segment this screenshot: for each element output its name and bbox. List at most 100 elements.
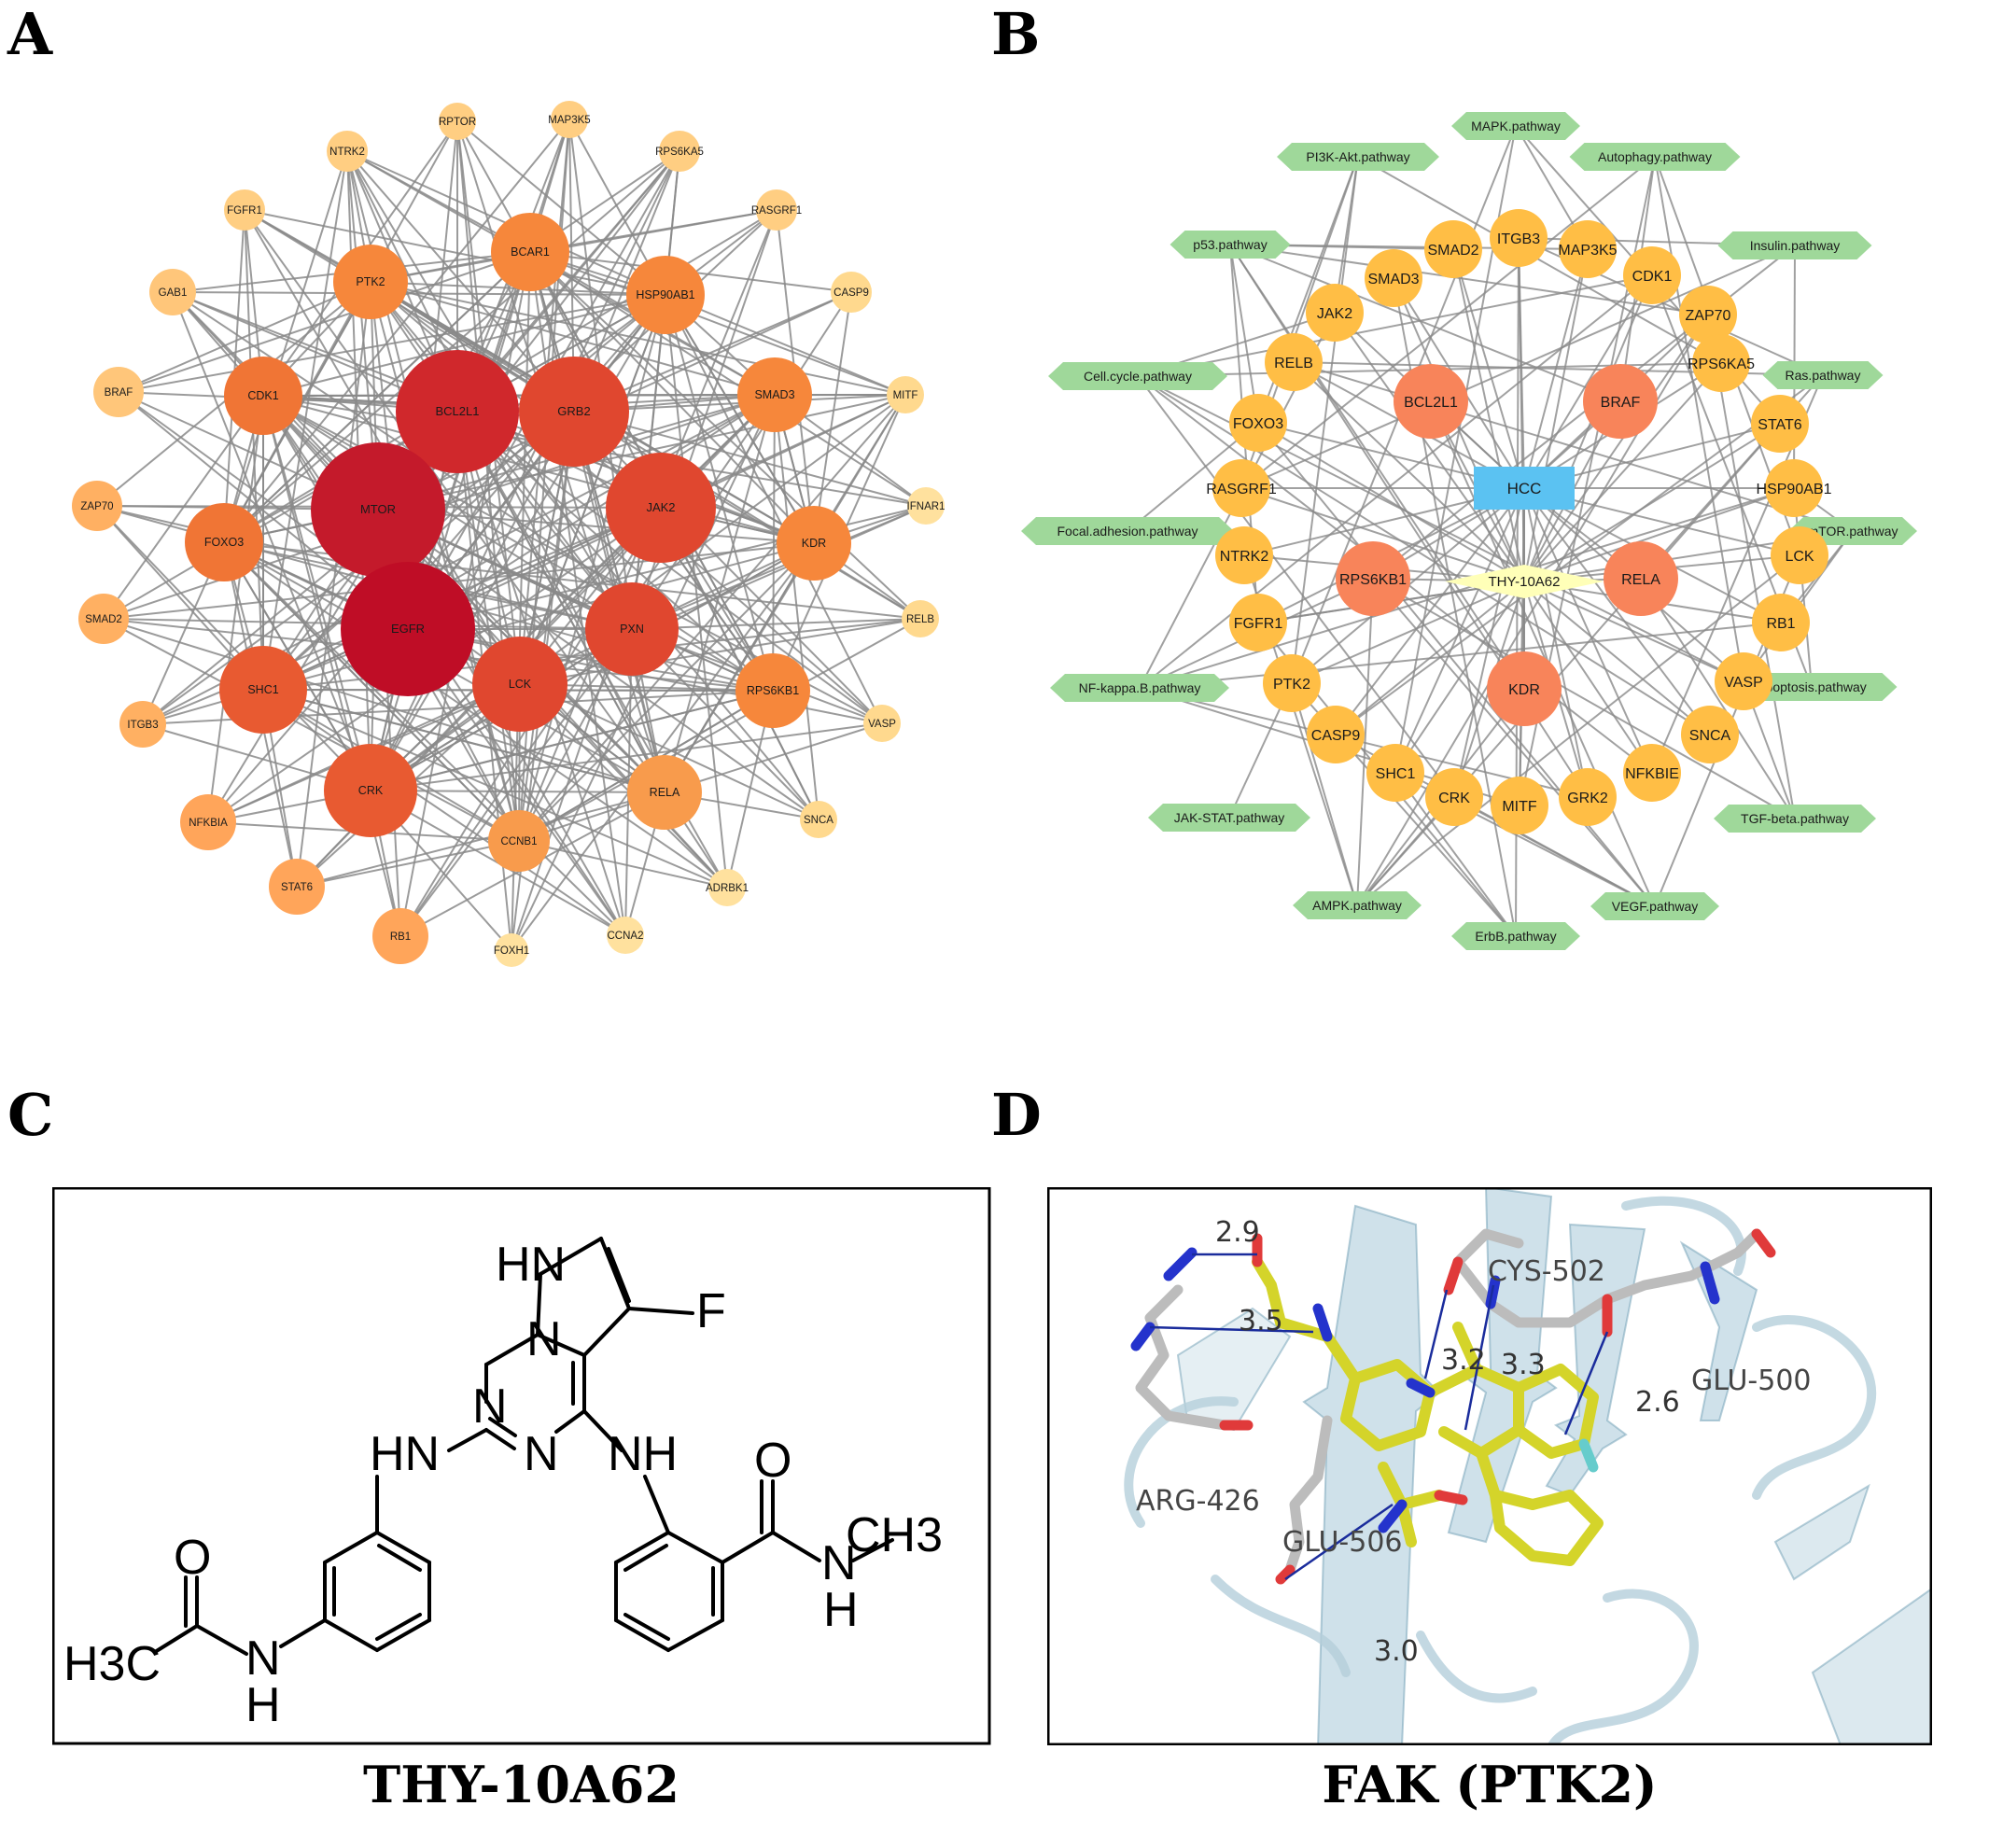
edge xyxy=(1453,796,1656,907)
gene-snca: SNCA xyxy=(1681,706,1739,763)
pathway-label: ErbB.pathway xyxy=(1475,929,1556,944)
gene-ntrk2: NTRK2 xyxy=(1215,526,1273,584)
edge xyxy=(1707,314,1796,819)
gene-crk: CRK xyxy=(1425,768,1483,826)
gene-label: CDK1 xyxy=(1632,269,1673,285)
gene-rps6ka5: RPS6KA5 xyxy=(1688,334,1755,392)
node-circle xyxy=(185,503,263,581)
hub-compound-diamond xyxy=(1445,565,1604,598)
panel-label-d: D xyxy=(991,1081,1042,1149)
node-circle xyxy=(224,189,265,231)
node-casp9: CASP9 xyxy=(831,272,872,313)
gene-circle xyxy=(1623,744,1681,802)
edge xyxy=(103,395,264,620)
gene-label: RASGRF1 xyxy=(1206,482,1277,497)
gene-circle xyxy=(1229,394,1287,452)
gene-label: KDR xyxy=(1508,682,1540,698)
node-mitf: MITF xyxy=(887,376,924,413)
pathway-label: Autophagy.pathway xyxy=(1598,149,1712,164)
node-circle xyxy=(585,582,679,676)
node-label: CCNB1 xyxy=(501,836,538,847)
gene-label: BCL2L1 xyxy=(1404,395,1458,411)
atom-f: F xyxy=(696,1284,726,1338)
gene-label: SNCA xyxy=(1689,728,1731,744)
node-foxo3: FOXO3 xyxy=(185,503,263,581)
edge xyxy=(813,291,852,544)
edge xyxy=(262,394,776,397)
edge xyxy=(223,251,531,543)
node-circle xyxy=(607,917,644,954)
node-pxn: PXN xyxy=(585,582,679,676)
gene-zap70: ZAP70 xyxy=(1679,286,1737,343)
node-label: RELB xyxy=(906,614,934,625)
node-circle xyxy=(519,357,629,467)
gene-label: RPS6KA5 xyxy=(1688,357,1755,372)
node-circle xyxy=(119,701,166,748)
node-grb2: GRB2 xyxy=(519,357,629,467)
node-itgb3: ITGB3 xyxy=(119,701,166,748)
gene-label: HSP90AB1 xyxy=(1757,482,1832,497)
edge xyxy=(1523,248,1589,582)
node-circle xyxy=(659,131,700,172)
pathway-insulin-pathway: Insulin.pathway xyxy=(1717,231,1872,259)
edge xyxy=(262,689,626,936)
edge xyxy=(207,395,264,823)
edge xyxy=(1137,274,1653,377)
edge xyxy=(1139,487,1795,689)
atom-n-3: N xyxy=(524,1427,559,1481)
edge xyxy=(103,542,815,620)
edge xyxy=(407,394,776,630)
node-circle xyxy=(324,744,417,837)
edge xyxy=(1523,581,1744,682)
node-lck: LCK xyxy=(472,637,567,732)
node-label: ITGB3 xyxy=(127,720,158,731)
node-label: CCNA2 xyxy=(608,931,644,942)
gene-circle xyxy=(1765,459,1823,517)
edge xyxy=(1523,581,1653,774)
edge xyxy=(1229,244,1709,315)
pathway-hexagon xyxy=(1451,112,1580,140)
node-gab1: GAB1 xyxy=(149,269,196,315)
distance-label-1: 2.9 xyxy=(1215,1216,1260,1249)
edge xyxy=(346,150,665,793)
node-circle xyxy=(472,637,567,732)
gene-circle xyxy=(1771,526,1828,584)
distance-label-2: 3.5 xyxy=(1239,1305,1283,1337)
pathway-hexagon xyxy=(1717,231,1872,259)
node-stat6: STAT6 xyxy=(269,859,325,915)
pathway-hexagon xyxy=(1021,517,1234,545)
node-circle xyxy=(777,506,851,581)
pathway-hexagon xyxy=(1569,143,1741,171)
edge xyxy=(244,209,666,296)
node-smad2: SMAD2 xyxy=(78,594,129,644)
gene-rasgrf1: RASGRF1 xyxy=(1206,459,1277,517)
pathway-label: p53.pathway xyxy=(1193,237,1267,252)
node-circle xyxy=(439,103,476,140)
node-circle xyxy=(311,442,445,577)
gene-relb: RELB xyxy=(1265,333,1323,391)
node-circle xyxy=(372,908,428,964)
pathway-p53-pathway: p53.pathway xyxy=(1170,231,1291,259)
node-ntrk2: NTRK2 xyxy=(327,131,368,172)
pathway-label: AMPK.pathway xyxy=(1312,898,1402,913)
pathway-hexagon xyxy=(1590,892,1719,920)
node-label: STAT6 xyxy=(281,882,313,893)
gene-itgb3: ITGB3 xyxy=(1490,209,1548,267)
atom-h3c: H3C xyxy=(63,1637,161,1691)
node-label: CRK xyxy=(358,784,384,797)
gene-circle xyxy=(1425,768,1483,826)
edge xyxy=(223,150,680,543)
edge xyxy=(1240,156,1656,489)
gene-label: CASP9 xyxy=(1311,728,1361,744)
residue-label-glu500: GLU-500 xyxy=(1691,1365,1812,1397)
node-circle xyxy=(902,600,939,637)
atom-n-amide: N xyxy=(821,1536,857,1590)
edge xyxy=(1793,487,1813,688)
gene-label: BRAF xyxy=(1601,395,1641,411)
atom-h-amide: H xyxy=(823,1583,859,1637)
node-circle xyxy=(488,810,550,872)
node-circle xyxy=(831,272,872,313)
node-label: FOXH1 xyxy=(494,945,529,957)
edge xyxy=(456,411,665,793)
pathway-vegf-pathway: VEGF.pathway xyxy=(1590,892,1719,920)
